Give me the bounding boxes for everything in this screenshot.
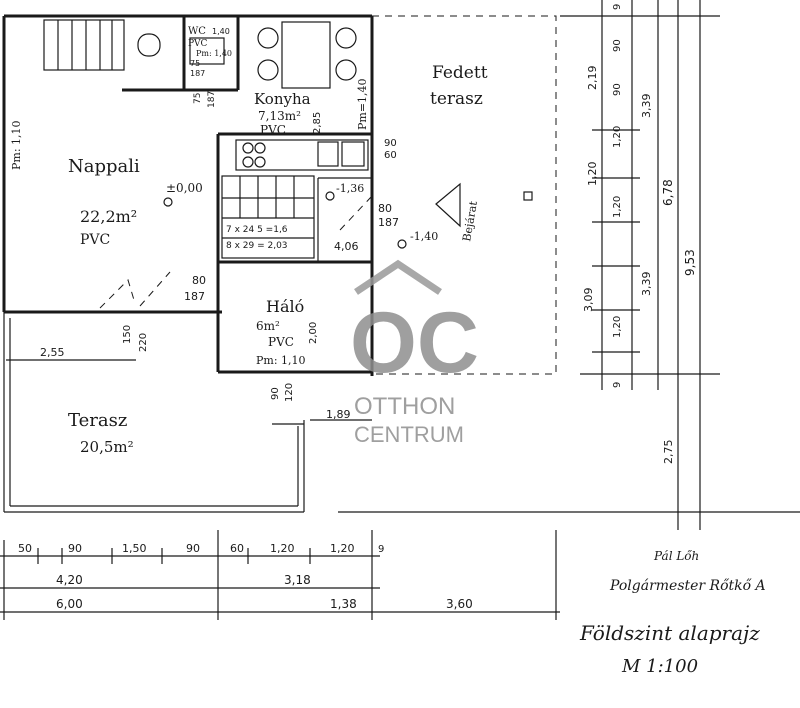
dim-285: 2,85 [312,112,323,134]
level-marker-icon [325,191,335,201]
dim-150: 150 [122,325,133,344]
rd2-2: 3,39 [640,272,653,297]
dim-200: 2,00 [308,322,319,344]
dim-75: 75 [193,93,203,104]
wc-dim-75: 75 [190,59,200,68]
bd3-3: 3,60 [446,597,473,611]
nappali-label: Nappali [68,156,140,177]
rd2-1: 3,39 [640,94,653,119]
rd4-1: 9,53 [683,249,697,276]
stair-text-1: 7 x 24 5 =1,6 [226,225,288,235]
dim-220: 220 [138,333,149,352]
room-labels: Nappali 22,2m² PVC ±0,00 Pm: 1,10 Konyha… [10,26,488,456]
bottom-dimensions: 50 90 1,50 90 60 1,20 1,20 9 4,20 3,18 6… [18,542,473,611]
drawing-scale: M 1:100 [621,656,698,677]
halo-label: Háló [266,297,304,316]
konyha-floor: PVC [260,123,286,137]
signature-2: Polgármester Rőtkő A [609,578,766,594]
rd-6: 1,20 [586,162,599,187]
watermark-line2: CENTRUM [354,422,464,447]
bd3-2: 1,38 [330,597,357,611]
watermark: OC OTTHON CENTRUM [350,259,479,447]
nappali-pm: Pm: 1,10 [10,120,23,170]
title-block: Pál Lőh Polgármester Rőtkő A Földszint a… [579,549,766,677]
dim-189: 1,89 [326,408,351,421]
konyha-area: 7,13m² [258,109,301,123]
fedett-label-2: terasz [430,89,483,109]
walls [2,14,374,376]
fedett-label-1: Fedett [432,63,488,83]
rd-extra: 2,75 [662,440,675,465]
rd-4: 90 [612,83,623,96]
bd2-2: 3,18 [284,573,311,587]
bd-4: 90 [186,542,200,555]
dim-door-187-a: 187 [184,290,205,303]
dim-door-80-b: 80 [378,202,392,215]
wc-pm: Pm: 1,40 [196,49,232,58]
bd-8: 9 [378,544,384,555]
wc-floor: PVC [188,39,208,49]
konyha-pm: Pm=1,40 [356,78,369,130]
nappali-floor: PVC [80,232,110,248]
rd-1: 9 [612,4,623,10]
drawing-title: Földszint alaprajz [579,621,760,645]
dim-406: 4,06 [334,240,359,253]
bd-6: 1,20 [270,542,295,555]
halo-area: 6m² [256,319,280,333]
wc-label: WC [188,26,206,37]
bd-3: 1,50 [122,542,147,555]
halo-floor: PVC [268,335,294,349]
watermark-logo: OC [350,295,479,391]
bd-7: 1,20 [330,542,355,555]
bd3-1: 6,00 [56,597,83,611]
wc-dim-140: 1,40 [212,27,230,36]
bd-2: 90 [68,542,82,555]
stair-level: -1,36 [336,182,364,195]
terasz-label: Terasz [68,410,127,431]
furniture [137,21,369,171]
rd-2: 90 [612,39,623,52]
konyha-label: Konyha [254,90,311,108]
stairs [43,19,315,259]
bd2-1: 4,20 [56,573,83,587]
dim-door-80-a: 80 [192,274,206,287]
dim-90: 90 [270,387,281,400]
level-marker-icon [397,239,407,249]
rd-9: 1,20 [612,316,623,338]
dim-120: 120 [284,383,295,402]
bejarat-label: Bejárat [460,200,480,243]
dim-door-60: 60 [384,150,397,161]
terasz-area: 20,5m² [80,438,134,456]
level-marker-icon [163,197,173,207]
nappali-area: 22,2m² [80,207,137,226]
rd-5: 1,20 [612,126,623,148]
rd-7: 1,20 [612,196,623,218]
halo-pm: Pm: 1,10 [256,354,306,367]
dim-255: 2,55 [40,346,65,359]
watermark-line1: OTTHON [354,393,455,420]
bd-5: 60 [230,542,244,555]
stair-text-2: 8 x 29 = 2,03 [226,241,288,251]
door-swings [99,195,373,309]
level-markers: -1,36 -1,40 [163,182,438,249]
rd-3: 2,19 [586,66,599,91]
internal-dimensions: 2,55 150 220 90 120 1,89 80 187 80 187 9… [40,27,399,421]
dim-door-187-b: 187 [378,216,399,229]
signature-1: Pál Lőh [653,549,699,563]
rd3-1: 6,78 [661,179,675,206]
dimension-lines-right [6,0,720,530]
nappali-level: ±0,00 [166,181,203,195]
entry-level: -1,40 [410,230,438,243]
house-roof-icon [354,259,442,295]
wc-dim-187: 187 [190,69,205,78]
right-dimensions: 9 90 2,19 90 1,20 1,20 1,20 3,09 1,20 9 … [582,4,697,464]
rd-10: 9 [612,382,623,388]
bd-1: 50 [18,542,32,555]
dim-door-90: 90 [384,138,397,149]
dim-187-kitchen: 187 [207,91,217,108]
dimension-lines-bottom [0,511,800,620]
rd-8: 3,09 [582,288,595,313]
terrace-outline [3,15,557,513]
